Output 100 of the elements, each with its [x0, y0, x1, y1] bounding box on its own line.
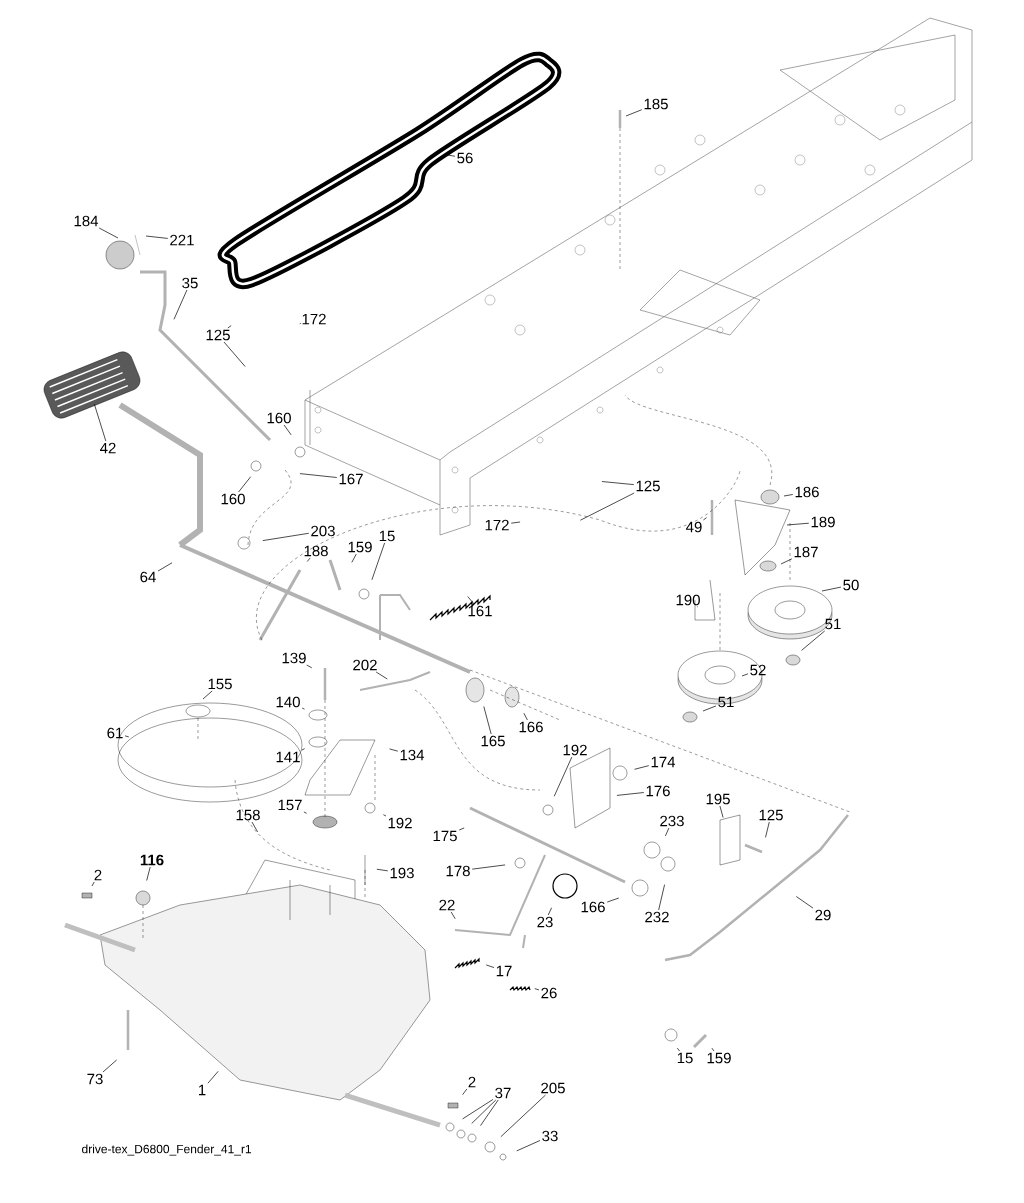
callout-number: 26: [541, 987, 557, 999]
leader-line: [783, 494, 794, 497]
callout-number: 2: [94, 869, 102, 881]
callout-number: 165: [481, 735, 505, 747]
leader-line: [741, 673, 749, 677]
callout-number: 158: [236, 809, 260, 821]
callout-number: 23: [537, 916, 553, 928]
leader-line: [483, 706, 492, 735]
leader-line: [389, 748, 399, 752]
callout-number: 233: [660, 815, 684, 827]
callout-number: 188: [304, 545, 328, 557]
leader-line: [450, 911, 456, 920]
callout-number: 195: [706, 793, 730, 805]
callout-number: 52: [750, 664, 766, 676]
leader-line: [625, 109, 643, 117]
leader-line: [471, 864, 506, 870]
callout-number: 221: [170, 234, 194, 246]
callout-number: 125: [759, 809, 783, 821]
leader-line: [500, 1094, 546, 1138]
leader-line: [91, 881, 95, 887]
callout-number: 203: [311, 525, 335, 537]
leader-line: [375, 671, 388, 680]
callout-number: 15: [677, 1052, 693, 1064]
callout-number: 192: [388, 817, 412, 829]
leader-line: [351, 553, 357, 563]
leader-line: [173, 289, 188, 320]
callout-number: 187: [794, 546, 818, 558]
callout-number: 192: [563, 744, 587, 756]
callout-number: 172: [302, 313, 326, 325]
leader-line: [719, 805, 724, 818]
caption: drive-tex_D6800_Fender_41_r1: [82, 1144, 251, 1156]
leader-line: [485, 964, 495, 968]
leader-line: [601, 481, 635, 485]
callout-number: 64: [140, 571, 156, 583]
leader-line: [547, 907, 552, 916]
callout-number: 184: [74, 215, 99, 227]
callout-number: 175: [433, 830, 457, 842]
callout-number: 42: [100, 442, 116, 454]
callout-number: 17: [496, 965, 512, 977]
callout-number: 232: [645, 911, 669, 923]
callout-number: 161: [468, 605, 492, 617]
callout-number: 51: [718, 696, 734, 708]
callout-number: 35: [182, 277, 198, 289]
leader-line: [102, 1059, 118, 1073]
callout-number: 167: [339, 473, 363, 485]
callout-number: 125: [636, 480, 660, 492]
leader-line: [467, 596, 475, 605]
leader-line: [207, 1070, 219, 1084]
leader-line: [301, 748, 305, 751]
leader-line: [145, 235, 169, 239]
leader-line: [124, 735, 130, 738]
leader-line: [480, 1099, 499, 1126]
callout-number: 140: [276, 696, 300, 708]
callout-number: 190: [676, 594, 700, 606]
leader-line: [795, 896, 814, 909]
callout-number: 160: [221, 493, 245, 505]
callout-number: 159: [348, 541, 372, 553]
leader-line: [251, 821, 258, 833]
callout-number: 61: [107, 727, 123, 739]
leader-line: [616, 792, 645, 796]
leader-line: [371, 542, 385, 581]
callout-number: 202: [353, 659, 377, 671]
leader-line: [306, 664, 313, 669]
leader-line: [703, 517, 707, 521]
leader-line: [94, 403, 107, 442]
callout-number: 172: [485, 519, 509, 531]
callout-number: 166: [519, 721, 543, 733]
callout-number: 166: [581, 901, 605, 913]
leader-line: [383, 814, 387, 817]
leader-line: [299, 473, 338, 478]
callout-number: 50: [843, 579, 859, 591]
leader-line: [262, 532, 310, 541]
leader-line: [786, 522, 810, 526]
leader-line: [676, 1047, 680, 1052]
callout-number: 73: [87, 1073, 103, 1085]
leader-line: [283, 424, 292, 436]
callout-number: 205: [541, 1082, 565, 1094]
callout-number: 33: [542, 1130, 558, 1142]
leader-line: [523, 712, 528, 721]
callout-number: 15: [379, 530, 395, 542]
callout-number: 185: [644, 98, 668, 110]
leader-line: [157, 562, 173, 572]
callout-number: 176: [646, 785, 670, 797]
leader-line: [202, 690, 213, 700]
leader-line: [510, 521, 521, 524]
callout-number: 51: [825, 618, 841, 630]
leader-line: [765, 821, 770, 838]
callout-number: 125: [206, 329, 230, 341]
leader-line: [534, 988, 540, 991]
callout-number: 22: [439, 899, 455, 911]
callout-number: 134: [400, 749, 425, 761]
leader-line: [306, 557, 311, 562]
leader-line: [516, 1140, 541, 1152]
callout-number: 141: [276, 751, 300, 763]
callout-number: 139: [282, 652, 306, 664]
callout-number: 1: [198, 1084, 206, 1096]
callout-number: 29: [815, 909, 831, 921]
leader-line: [376, 868, 389, 872]
leader-line: [665, 827, 670, 837]
callout-number: 174: [651, 756, 676, 768]
